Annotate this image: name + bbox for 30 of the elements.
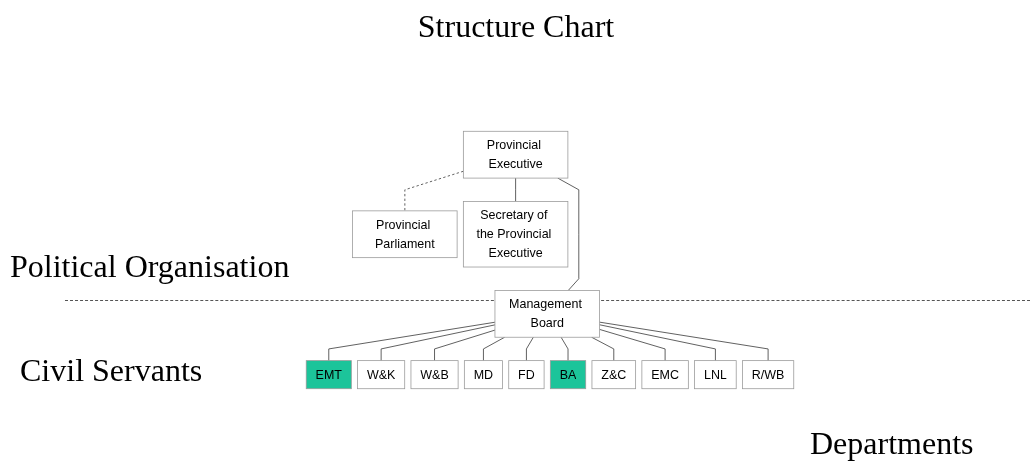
- connector: [380, 324, 496, 361]
- node-box: Secretary of the Provincial Executive: [462, 201, 569, 268]
- node-box: W&B: [410, 360, 459, 390]
- connector: [599, 324, 716, 361]
- connector: [560, 336, 569, 361]
- node-box: W&K: [357, 360, 406, 390]
- node-box: Provincial Parliament: [352, 210, 458, 259]
- connector: [328, 321, 496, 361]
- section-label: Departments: [810, 425, 974, 462]
- section-label: Political Organisation: [10, 248, 290, 285]
- connector: [557, 177, 580, 291]
- node-box: LNL: [694, 360, 737, 390]
- connector: [599, 329, 666, 361]
- connector: [599, 321, 769, 361]
- node-box: Z&C: [591, 360, 636, 390]
- node-box: R/WB: [742, 360, 795, 390]
- connector: [515, 177, 516, 202]
- node-box: EMC: [641, 360, 689, 390]
- connector: [404, 170, 464, 212]
- node-box: MD: [463, 360, 503, 390]
- connector: [526, 336, 534, 361]
- node-box: Management Board: [494, 290, 600, 338]
- connector: [591, 336, 615, 361]
- node-box: EMT: [305, 360, 352, 390]
- node-box: BA: [549, 360, 587, 390]
- chart-title: Structure Chart: [416, 8, 616, 45]
- section-label: Civil Servants: [20, 352, 203, 389]
- connector: [434, 329, 496, 361]
- node-box: Provincial Executive: [462, 130, 569, 179]
- node-box: FD: [508, 360, 545, 390]
